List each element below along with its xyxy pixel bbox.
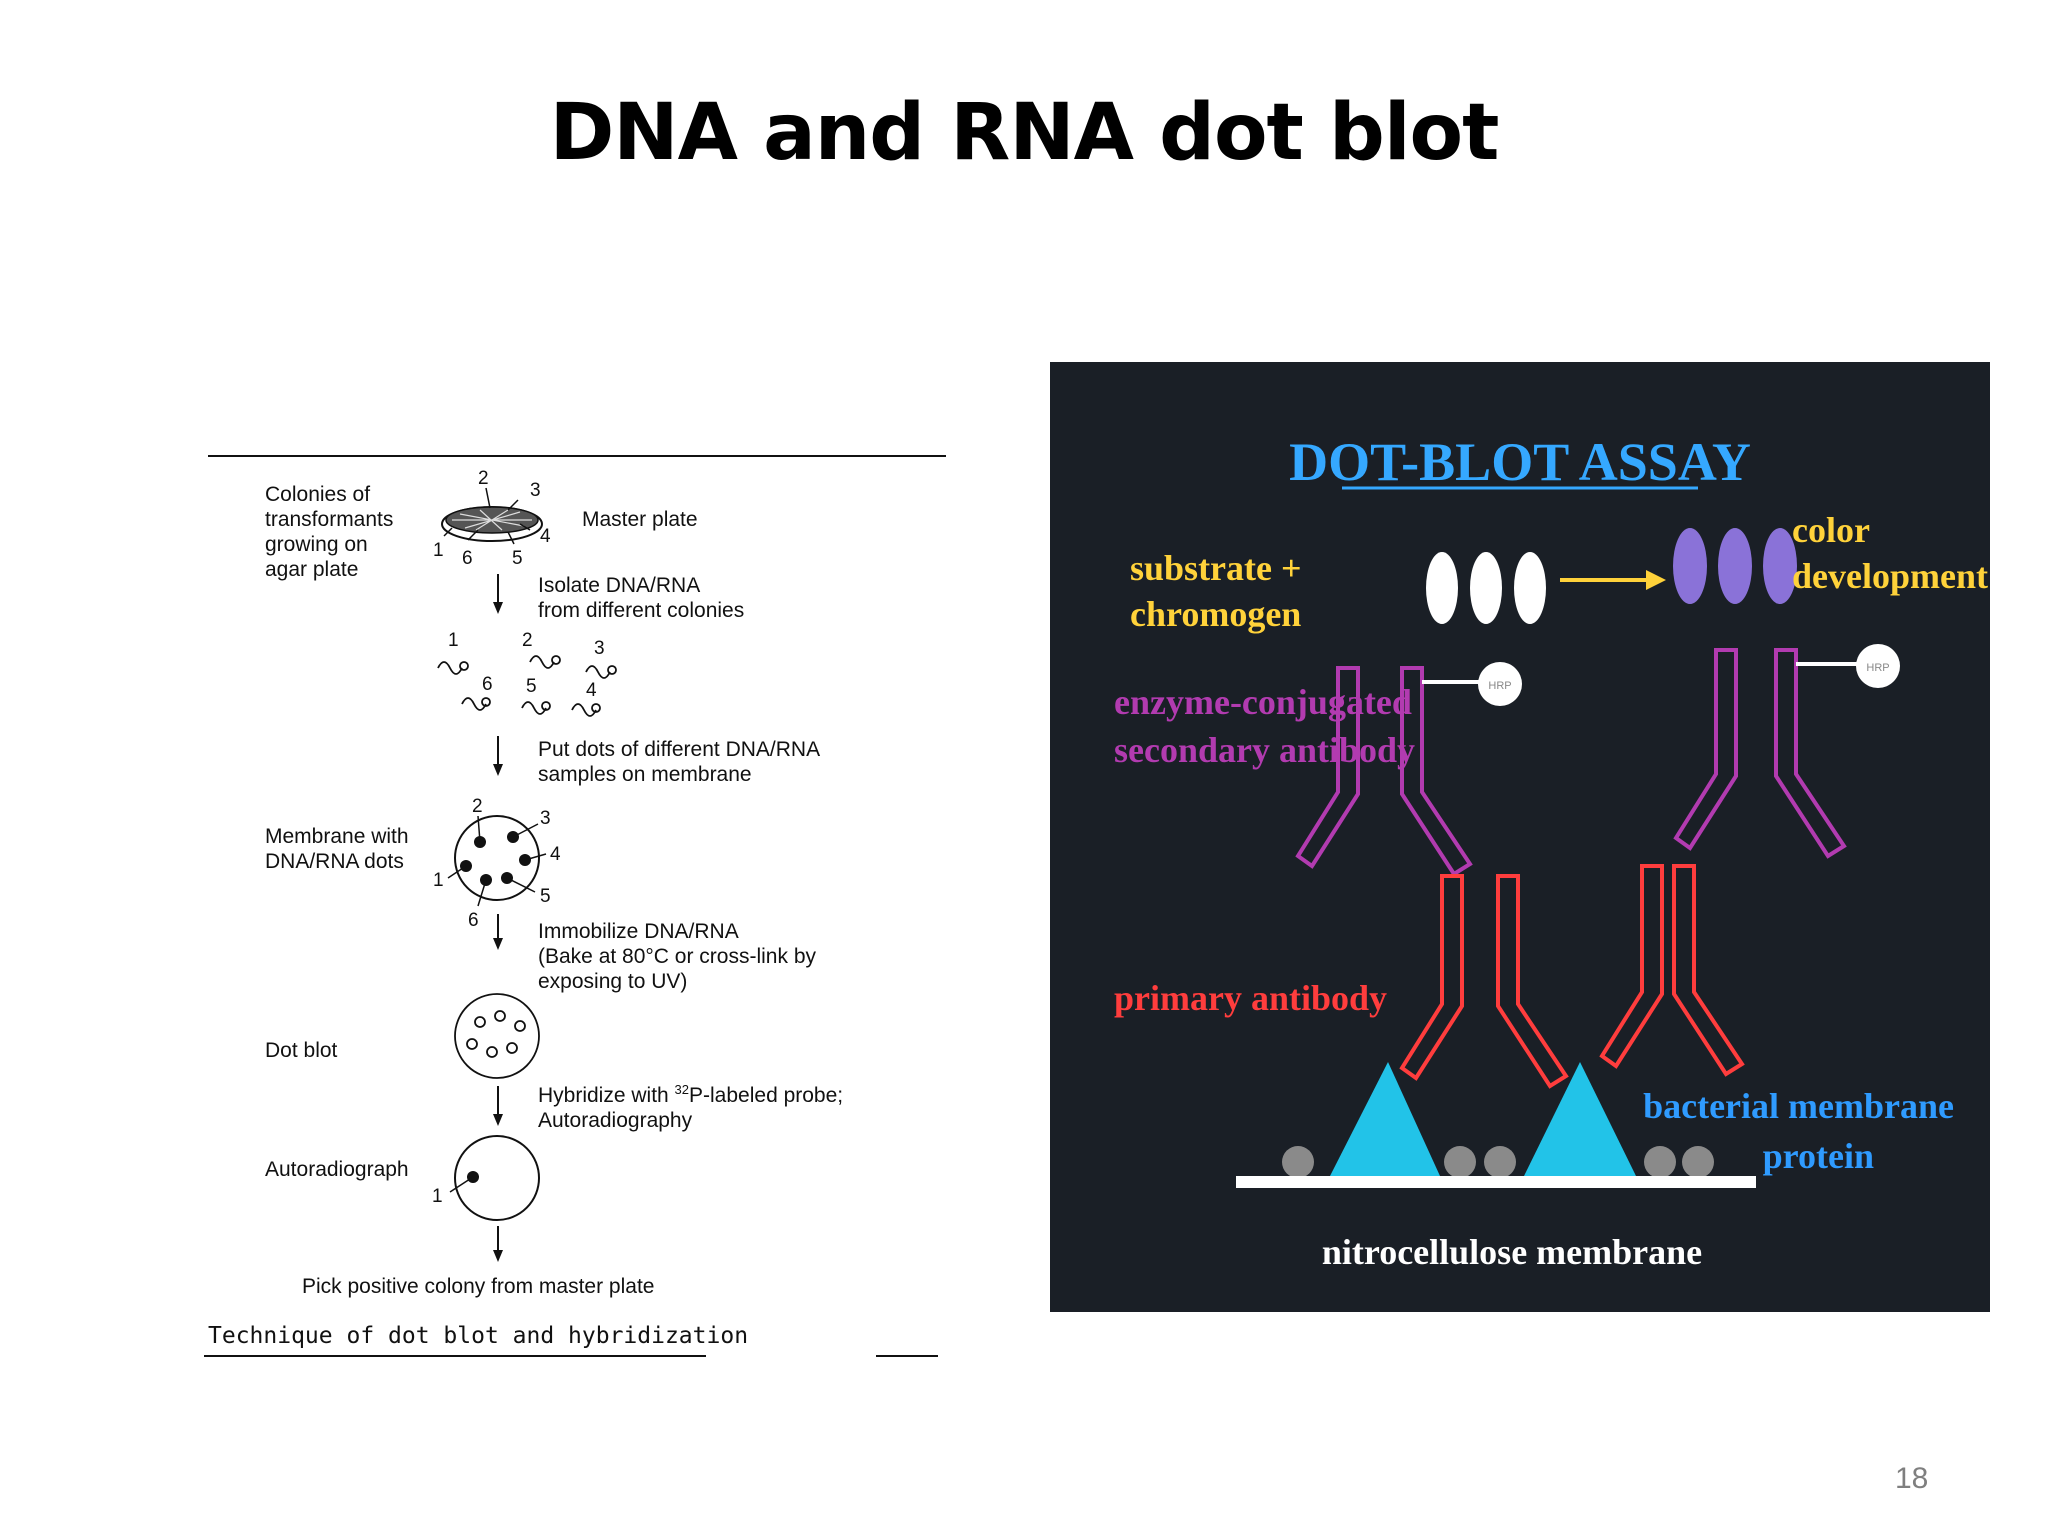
plate-number-3: 3 [530, 480, 541, 501]
svg-text:HRP: HRP [1488, 680, 1511, 692]
label-colonies-1: Colonies of [265, 483, 370, 506]
plate-number-4: 4 [540, 526, 551, 547]
plate-number-5: 5 [512, 548, 523, 569]
antigen-triangles [1330, 1062, 1636, 1176]
arrow-down-icon [493, 1226, 503, 1262]
dot-blot-technique-diagram: Colonies of transformants growing on aga… [204, 455, 946, 1357]
sample-number-6: 6 [482, 674, 493, 695]
secondary-antibody-left [1295, 666, 1482, 877]
arrow-down-icon [493, 736, 503, 776]
label-substrate-2: chromogen [1130, 594, 1301, 634]
dot-number-1: 1 [433, 870, 444, 891]
dot-number-4: 4 [550, 844, 561, 865]
label-master-plate: Master plate [582, 508, 698, 531]
label-bacterial-2: protein [1763, 1136, 1874, 1176]
enzyme-tag-right: HRP [1856, 644, 1900, 688]
step-hybridize-2: Autoradiography [538, 1109, 693, 1132]
dot-number-2: 2 [472, 796, 483, 817]
label-substrate-1: substrate + [1130, 548, 1302, 588]
arrow-down-icon [493, 1086, 503, 1126]
svg-text:HRP: HRP [1866, 662, 1889, 674]
dot-number-5: 5 [540, 886, 551, 907]
label-dot-blot: Dot blot [265, 1039, 338, 1062]
label-primary-antibody: primary antibody [1114, 978, 1387, 1018]
label-colonies-3: growing on [265, 533, 368, 556]
label-nitrocellulose: nitrocellulose membrane [1322, 1232, 1702, 1272]
sample-number-2: 2 [522, 630, 533, 651]
label-membrane-1: Membrane with [265, 825, 409, 848]
step-isolate-2: from different colonies [538, 599, 744, 622]
enzyme-tag-left: HRP [1478, 662, 1522, 706]
blocking-protein-blobs [1282, 1146, 1714, 1178]
dot-blot-membrane-icon [454, 993, 540, 1079]
label-secondary-2: secondary antibody [1114, 730, 1415, 770]
step-hybridize-1: Hybridize with 32P-labeled probe; [538, 1082, 843, 1107]
label-autoradiograph: Autoradiograph [265, 1158, 409, 1181]
autoradiograph-icon [449, 1135, 540, 1221]
autoradiograph-number-1: 1 [432, 1186, 443, 1207]
colored-ovals-icon [1673, 528, 1797, 604]
label-secondary-1: enzyme-conjugated [1114, 682, 1412, 722]
substrate-ovals-icon [1426, 552, 1546, 624]
step-isolate-1: Isolate DNA/RNA [538, 574, 700, 597]
step-put-dots-2: samples on membrane [538, 763, 752, 786]
dot-number-6: 6 [468, 910, 479, 931]
step-immobilize-2: (Bake at 80°C or cross-link by [538, 945, 816, 968]
sample-number-5: 5 [526, 676, 537, 697]
plate-number-6: 6 [462, 548, 473, 569]
assay-background [1050, 362, 1990, 1312]
step-put-dots-1: Put dots of different DNA/RNA [538, 738, 820, 761]
label-membrane-2: DNA/RNA dots [265, 850, 404, 873]
sample-number-3: 3 [594, 638, 605, 659]
label-bacterial-1: bacterial membrane [1643, 1086, 1954, 1126]
sample-number-1: 1 [448, 630, 459, 651]
step-immobilize-1: Immobilize DNA/RNA [538, 920, 739, 943]
primary-antibody-left [1399, 874, 1569, 1089]
membrane-with-dots-icon [447, 815, 547, 907]
slide-title: DNA and RNA dot blot [549, 88, 1500, 178]
primary-antibody-right [1599, 864, 1745, 1077]
dna-samples-icon [437, 655, 617, 717]
label-color-dev-2: development [1792, 556, 1988, 596]
label-colonies-4: agar plate [265, 558, 358, 581]
diagram-caption: Technique of dot blot and hybridization [208, 1323, 748, 1349]
dot-number-3: 3 [540, 808, 551, 829]
membrane-bar [1236, 1176, 1756, 1188]
label-color-dev-1: color [1792, 510, 1870, 550]
plate-number-2: 2 [478, 468, 489, 489]
sample-number-4: 4 [586, 680, 597, 701]
arrow-right-icon [1560, 570, 1666, 590]
plate-number-1: 1 [433, 540, 444, 561]
step-pick-colony: Pick positive colony from master plate [302, 1275, 654, 1298]
arrow-down-icon [493, 914, 503, 950]
master-plate-icon [441, 487, 543, 545]
arrow-down-icon [493, 574, 503, 614]
secondary-antibody-right [1673, 648, 1860, 859]
step-immobilize-3: exposing to UV) [538, 970, 687, 993]
dot-blot-assay-diagram: DOT-BLOT ASSAY substrate + chromogen col… [1050, 362, 1990, 1312]
assay-title: DOT-BLOT ASSAY [1289, 432, 1751, 492]
page-number: 18 [1895, 1462, 1929, 1495]
label-colonies-2: transformants [265, 508, 393, 531]
